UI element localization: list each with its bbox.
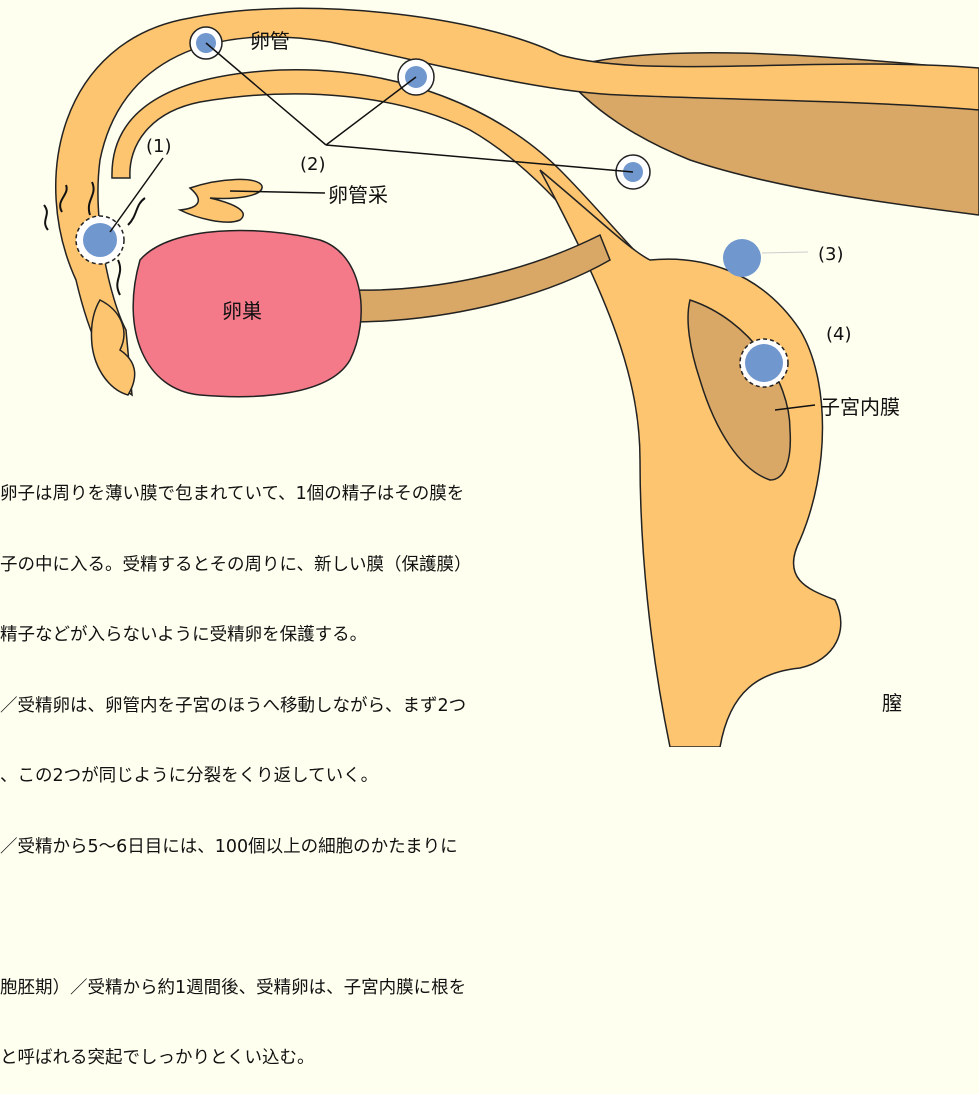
description-line: ／受精卵は、卵管内を子宮のほうへ移動しながら、まず2つ xyxy=(0,695,467,716)
reproductive-diagram: 卵管 卵管采 卵巣 子宮内膜 膣 (1) (2) (3) (4) xyxy=(43,7,979,747)
label-step-2: (2) xyxy=(300,154,326,175)
ovarian-ligament xyxy=(349,233,611,323)
label-step-1: (1) xyxy=(146,136,172,157)
blastocyst xyxy=(723,239,761,277)
ovary xyxy=(132,229,362,398)
label-ovary: 卵巣 xyxy=(222,299,262,323)
description-line: と呼ばれる突起でしっかりとくい込む。 xyxy=(0,1048,315,1068)
label-endometrium: 子宮内膜 xyxy=(820,395,900,419)
label-step-3: (3) xyxy=(818,244,844,265)
description-line: 、この2つが同じように分裂をくり返していく。 xyxy=(0,766,379,786)
label-fimbriae: 卵管采 xyxy=(328,183,388,207)
implanted-embryo xyxy=(739,338,789,388)
label-vagina: 膣 xyxy=(882,691,902,715)
fimbriae-lower xyxy=(90,299,136,396)
description-text: 卵子は周りを薄い膜で包まれていて、1個の精子はその膜を 子の中に入る。受精すると… xyxy=(0,436,700,1094)
fimbriae xyxy=(177,178,263,223)
label-oviduct: 卵管 xyxy=(250,29,290,53)
oviduct-arch xyxy=(55,7,979,397)
description-line: 子の中に入る。受精するとその周りに、新しい膜（保護膜） xyxy=(0,554,472,575)
leader-lines xyxy=(109,42,816,411)
description-line: 胞胚期）／受精から約1週間後、受精卵は、子宮内膜に根を xyxy=(0,977,467,998)
description-line: ／受精から5〜6日目には、100個以上の細胞のかたまりに xyxy=(0,836,458,857)
description-line: 卵子は周りを薄い膜で包まれていて、1個の精子はその膜を xyxy=(0,484,465,504)
uterus-body xyxy=(539,169,842,747)
label-step-4: (4) xyxy=(826,324,852,345)
description-line: 精子などが入らないように受精卵を保護する。 xyxy=(0,625,368,645)
description-line xyxy=(0,906,700,930)
